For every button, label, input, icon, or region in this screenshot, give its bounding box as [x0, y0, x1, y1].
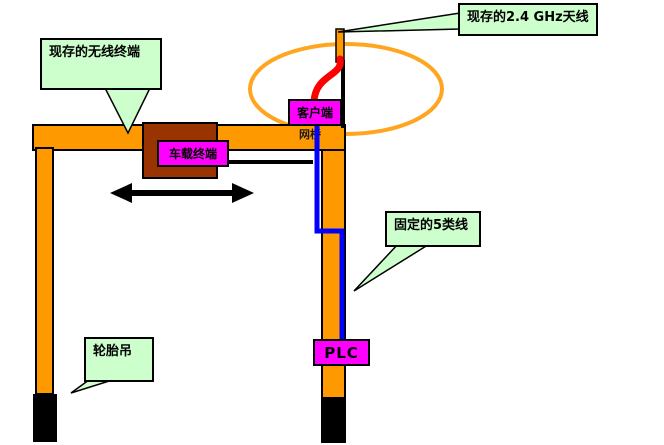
crane-left-leg [35, 147, 54, 395]
cat5-callout: 固定的5类线 [385, 211, 481, 247]
crane-structure [32, 28, 346, 443]
cat5-cable-blue [314, 124, 345, 341]
vehicle-terminal-box: 车载终端 [157, 140, 229, 167]
wireless-terminal-callout: 现存的无线终端 [40, 38, 162, 90]
travel-double-arrow [110, 183, 254, 203]
plc-label: PLC [324, 343, 359, 362]
antenna-cable-red [310, 55, 344, 106]
antenna-callout: 现存的2.4 GHz天线 [458, 3, 598, 36]
vehicle-terminal-label: 车载终端 [168, 147, 217, 161]
client-label: 客户端 [296, 106, 333, 120]
cat5-callout-tail [353, 242, 434, 292]
antenna-mast-pole [341, 60, 345, 128]
antenna-callout-label: 现存的2.4 GHz天线 [467, 10, 589, 25]
antenna-highlight-ellipse [248, 42, 444, 136]
crane-callout-label: 轮胎吊 [93, 344, 133, 359]
crane-callout: 轮胎吊 [84, 337, 154, 382]
wireless-terminal-callout-label: 现存的无线终端 [49, 45, 141, 60]
plc-box: PLC [313, 339, 370, 366]
crane-left-foot [33, 394, 57, 442]
client-box: 客户端 [288, 99, 342, 126]
antenna-callout-tail [337, 12, 461, 33]
crane-right-foot [321, 398, 346, 443]
cat5-callout-label: 固定的5类线 [394, 218, 469, 233]
